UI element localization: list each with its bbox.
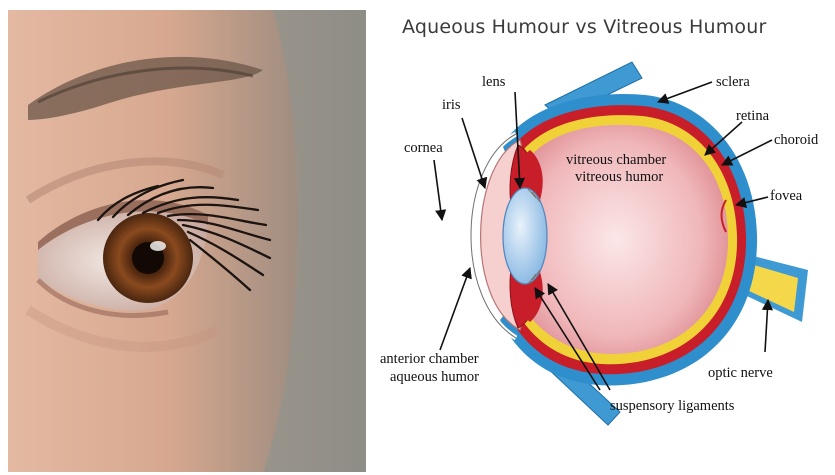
label-cornea: cornea [404, 140, 443, 156]
label-aqueous-humor: aqueous humor [390, 369, 479, 385]
eye-anatomy-diagram: lens iris cornea sclera retina choroid f… [370, 0, 835, 475]
label-anterior-chamber: anterior chamber [380, 351, 479, 367]
label-choroid: choroid [774, 132, 819, 148]
anterior-chamber-pointer [440, 268, 470, 350]
label-lens: lens [482, 74, 506, 90]
cornea-pointer [434, 160, 442, 220]
label-suspensory-ligaments: suspensory ligaments [610, 398, 735, 414]
label-sclera: sclera [716, 74, 750, 90]
label-iris: iris [442, 97, 461, 113]
optic-nerve-pointer [765, 300, 768, 352]
label-vitreous-humor: vitreous humor [575, 169, 663, 185]
iris-pointer [462, 118, 485, 188]
sclera-pointer [658, 82, 712, 102]
eye-photo-illustration [8, 10, 366, 472]
label-optic-nerve: optic nerve [708, 365, 773, 381]
label-vitreous-chamber: vitreous chamber [566, 152, 666, 168]
label-fovea: fovea [770, 188, 803, 204]
eye-photo [8, 10, 366, 472]
label-retina: retina [736, 108, 770, 124]
lens-shape [503, 188, 547, 284]
